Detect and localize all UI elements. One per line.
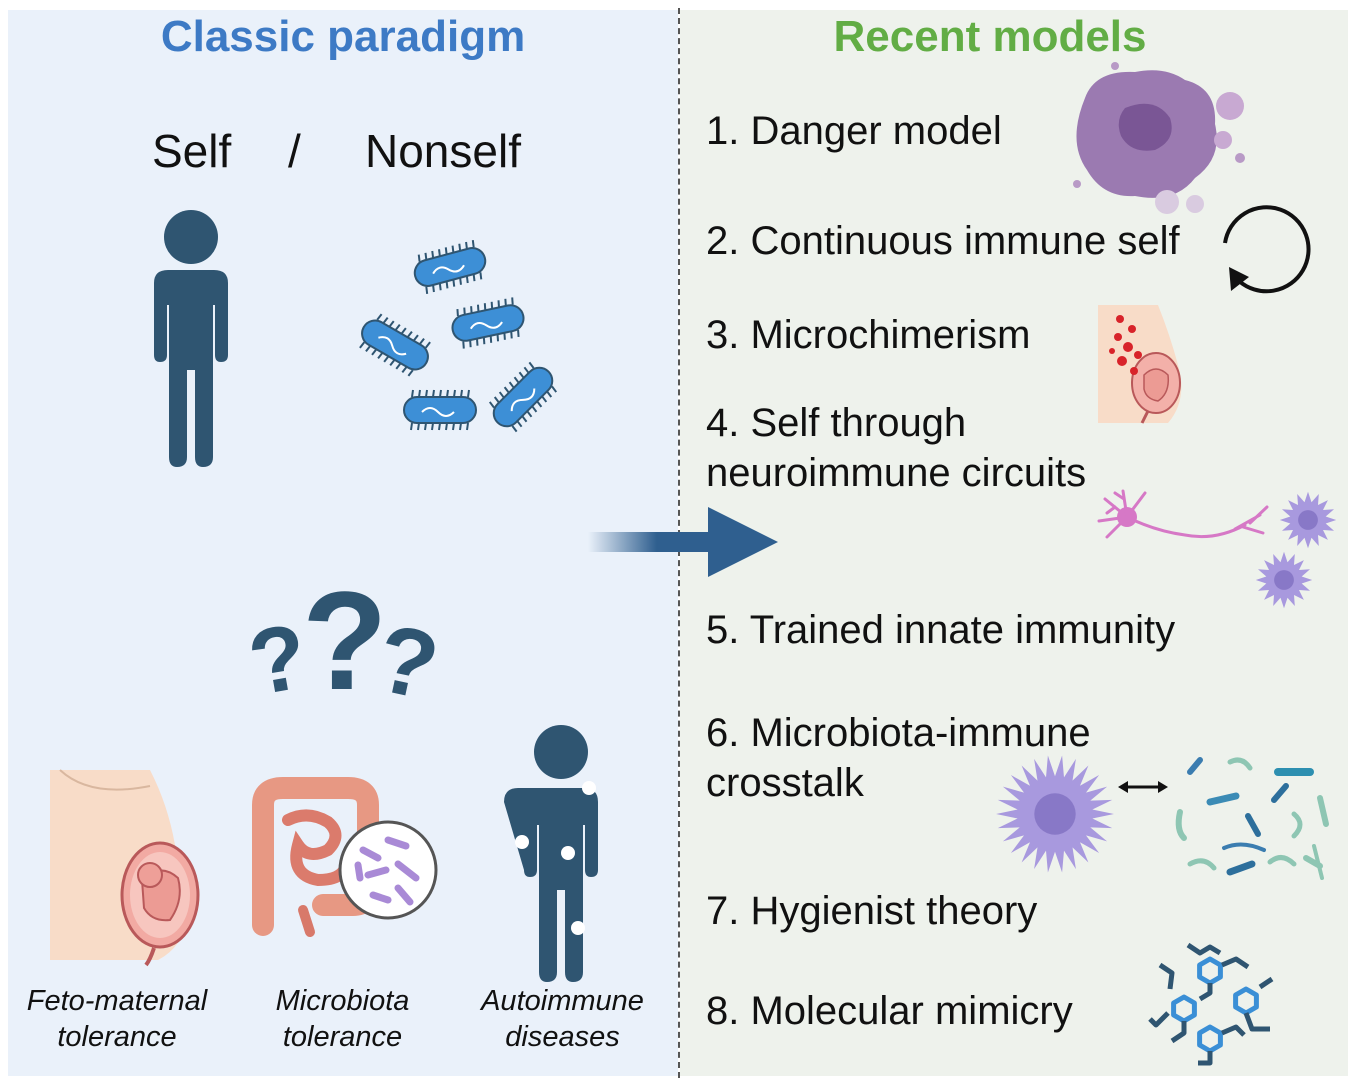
transition-arrow-icon xyxy=(588,507,778,577)
self-label: Self xyxy=(152,125,232,177)
immune-cell-icon xyxy=(1255,551,1313,609)
model-3-microchimerism: 3. Microchimerism xyxy=(706,313,1031,357)
recent-models-title: Recent models xyxy=(833,12,1147,61)
model-4-neuroimmune: 4. Self through neuroimmune circuits xyxy=(706,401,1087,495)
bacteria-icon xyxy=(359,240,558,433)
immune-cell-icon xyxy=(996,755,1114,873)
pregnancy-icon xyxy=(50,769,200,967)
cycle-arrow-icon xyxy=(1223,205,1311,294)
microbes-icon xyxy=(1175,757,1329,880)
slash-separator: / xyxy=(288,125,301,177)
example-label-feto-maternal: Feto-maternal tolerance xyxy=(26,985,208,1053)
example-label-autoimmune: Autoimmune diseases xyxy=(481,985,644,1053)
neuron-icon xyxy=(1097,489,1269,539)
nonself-label: Nonself xyxy=(365,125,521,177)
model-2-continuous-self: 2. Continuous immune self xyxy=(706,219,1180,263)
fetus-icon xyxy=(1098,305,1182,424)
human-figure-icon xyxy=(154,210,228,467)
molecule-icon xyxy=(1148,942,1274,1066)
model-6-microbiota-crosstalk: 6. Microbiota-immune crosstalk xyxy=(706,711,1091,805)
model-1-danger: 1. Danger model xyxy=(706,109,1002,153)
question-mark-icon: ? xyxy=(302,562,388,719)
model-5-trained-immunity: 5. Trained innate immunity xyxy=(706,608,1176,652)
classic-paradigm-title: Classic paradigm xyxy=(160,12,526,61)
dying-cell-icon xyxy=(1073,62,1245,214)
intestine-icon xyxy=(252,777,438,937)
example-label-microbiota: Microbiota tolerance xyxy=(275,985,410,1053)
model-8-molecular-mimicry: 8. Molecular mimicry xyxy=(706,989,1073,1033)
model-7-hygienist: 7. Hygienist theory xyxy=(706,889,1038,933)
recent-models-panel xyxy=(680,10,1348,1076)
double-arrow-icon xyxy=(1118,781,1168,793)
autoimmune-human-icon xyxy=(504,725,598,982)
immune-cell-icon xyxy=(1279,491,1337,549)
